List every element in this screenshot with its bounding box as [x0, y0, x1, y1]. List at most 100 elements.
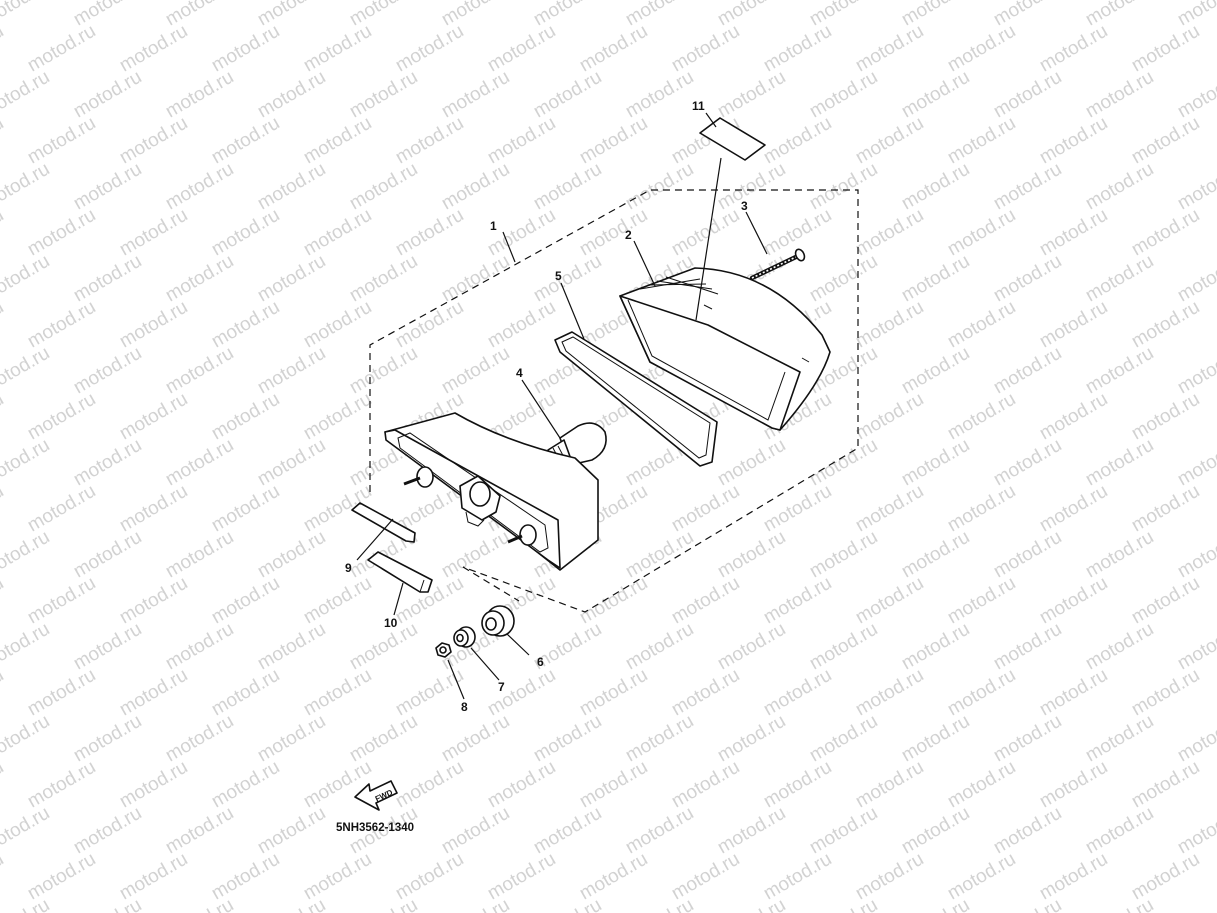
watermark-text: motod.ru [1082, 711, 1157, 767]
watermark-text: motod.ru [484, 849, 559, 905]
watermark-text: motod.ru [300, 297, 375, 353]
watermark-text: motod.ru [208, 113, 283, 169]
watermark-text: motod.ru [622, 527, 697, 583]
leader-lines [356, 112, 768, 700]
watermark-text: motod.ru [1036, 573, 1111, 629]
callout-11: 11 [692, 99, 705, 113]
gasket-part [554, 331, 718, 467]
watermark-text: motod.ru [898, 251, 973, 307]
screw-part [749, 248, 806, 281]
watermark-text: motod.ru [1036, 297, 1111, 353]
watermark-text: motod.ru [760, 665, 835, 721]
watermark-text: motod.ru [714, 67, 789, 123]
watermark-text: motod.ru [990, 343, 1065, 399]
watermark-text: motod.ru [852, 389, 927, 445]
nut-part [435, 642, 452, 658]
watermark-text: motod.ru [254, 895, 329, 913]
lens-part [619, 267, 831, 431]
watermark-text: motod.ru [0, 757, 7, 813]
watermark-text: motod.ru [990, 895, 1065, 913]
watermark-text: motod.ru [254, 619, 329, 675]
watermark-text: motod.ru [0, 159, 53, 215]
watermark-text: motod.ru [346, 67, 421, 123]
watermark-text: motod.ru [392, 665, 467, 721]
watermark-text: motod.ru [714, 159, 789, 215]
watermark-text: motod.ru [530, 895, 605, 913]
watermark-text: motod.ru [1174, 251, 1217, 307]
grommet-part [481, 605, 515, 637]
watermark-text: motod.ru [898, 527, 973, 583]
watermark-text: motod.ru [116, 757, 191, 813]
watermark-text: motod.ru [1082, 619, 1157, 675]
watermark-text: motod.ru [898, 803, 973, 859]
watermark-text: motod.ru [576, 205, 651, 261]
watermark-text: motod.ru [0, 21, 7, 77]
watermark-text: motod.ru [714, 803, 789, 859]
watermark-text: motod.ru [622, 159, 697, 215]
watermark-text: motod.ru [806, 711, 881, 767]
watermark-text: motod.ru [0, 619, 53, 675]
watermark-text: motod.ru [1128, 481, 1203, 537]
watermark-text: motod.ru [668, 757, 743, 813]
watermark-text: motod.ru [714, 895, 789, 913]
watermark-text: motod.ru [300, 849, 375, 905]
watermark-text: motod.ru [438, 711, 513, 767]
watermark-text: motod.ru [300, 389, 375, 445]
watermark-text: motod.ru [1036, 757, 1111, 813]
watermark-text: motod.ru [1174, 711, 1217, 767]
watermark-text: motod.ru [208, 573, 283, 629]
watermark-text: motod.ru [254, 527, 329, 583]
watermark-text: motod.ru [484, 113, 559, 169]
watermark-text: motod.ru [990, 67, 1065, 123]
watermark-text: motod.ru [116, 573, 191, 629]
fwd-arrow-icon: FWD [354, 780, 398, 811]
watermark-text: motod.ru [852, 21, 927, 77]
watermark-text: motod.ru [438, 895, 513, 913]
watermark-text: motod.ru [116, 21, 191, 77]
watermark-text: motod.ru [0, 251, 53, 307]
watermark-text: motod.ru [162, 895, 237, 913]
watermark-text: motod.ru [254, 159, 329, 215]
watermark-text: motod.ru [898, 435, 973, 491]
watermark-text: motod.ru [116, 481, 191, 537]
watermark-text: motod.ru [668, 665, 743, 721]
watermark-text: motod.ru [208, 297, 283, 353]
watermark-text: motod.ru [208, 757, 283, 813]
watermark-text: motod.ru [806, 67, 881, 123]
watermark-text: motod.ru [162, 435, 237, 491]
watermark-text: motod.ru [346, 895, 421, 913]
watermark-text: motod.ru [116, 389, 191, 445]
watermark-text: motod.ru [1174, 435, 1217, 491]
watermark-text: motod.ru [944, 21, 1019, 77]
watermark-text: motod.ru [392, 849, 467, 905]
watermark-text: motod.ru [70, 343, 145, 399]
watermark-text: motod.ru [944, 389, 1019, 445]
watermark-text: motod.ru [760, 573, 835, 629]
watermark-text: motod.ru [1036, 21, 1111, 77]
watermark-text: motod.ru [0, 389, 7, 445]
watermark-text: motod.ru [24, 757, 99, 813]
watermark-text: motod.ru [990, 159, 1065, 215]
watermark-text: motod.ru [392, 757, 467, 813]
watermark-text: motod.ru [208, 665, 283, 721]
watermark-text: motod.ru [530, 67, 605, 123]
watermark-text: motod.ru [1128, 113, 1203, 169]
watermark-text: motod.ru [576, 113, 651, 169]
assembly-outline [369, 189, 859, 613]
watermark-text: motod.ru [116, 665, 191, 721]
watermark-text: motod.ru [0, 711, 53, 767]
watermark-text: motod.ru [162, 619, 237, 675]
watermark-text: motod.ru [760, 481, 835, 537]
watermark-text: motod.ru [530, 803, 605, 859]
watermark-text: motod.ru [162, 343, 237, 399]
watermark-text: motod.ru [116, 297, 191, 353]
watermark-text: motod.ru [944, 849, 1019, 905]
watermark-text: motod.ru [668, 21, 743, 77]
watermark-text: motod.ru [576, 573, 651, 629]
watermark-text: motod.ru [0, 849, 7, 905]
watermark-text: motod.ru [760, 21, 835, 77]
watermark-text: motod.ru [668, 573, 743, 629]
callout-2: 2 [625, 228, 632, 242]
watermark-text: motod.ru [70, 251, 145, 307]
